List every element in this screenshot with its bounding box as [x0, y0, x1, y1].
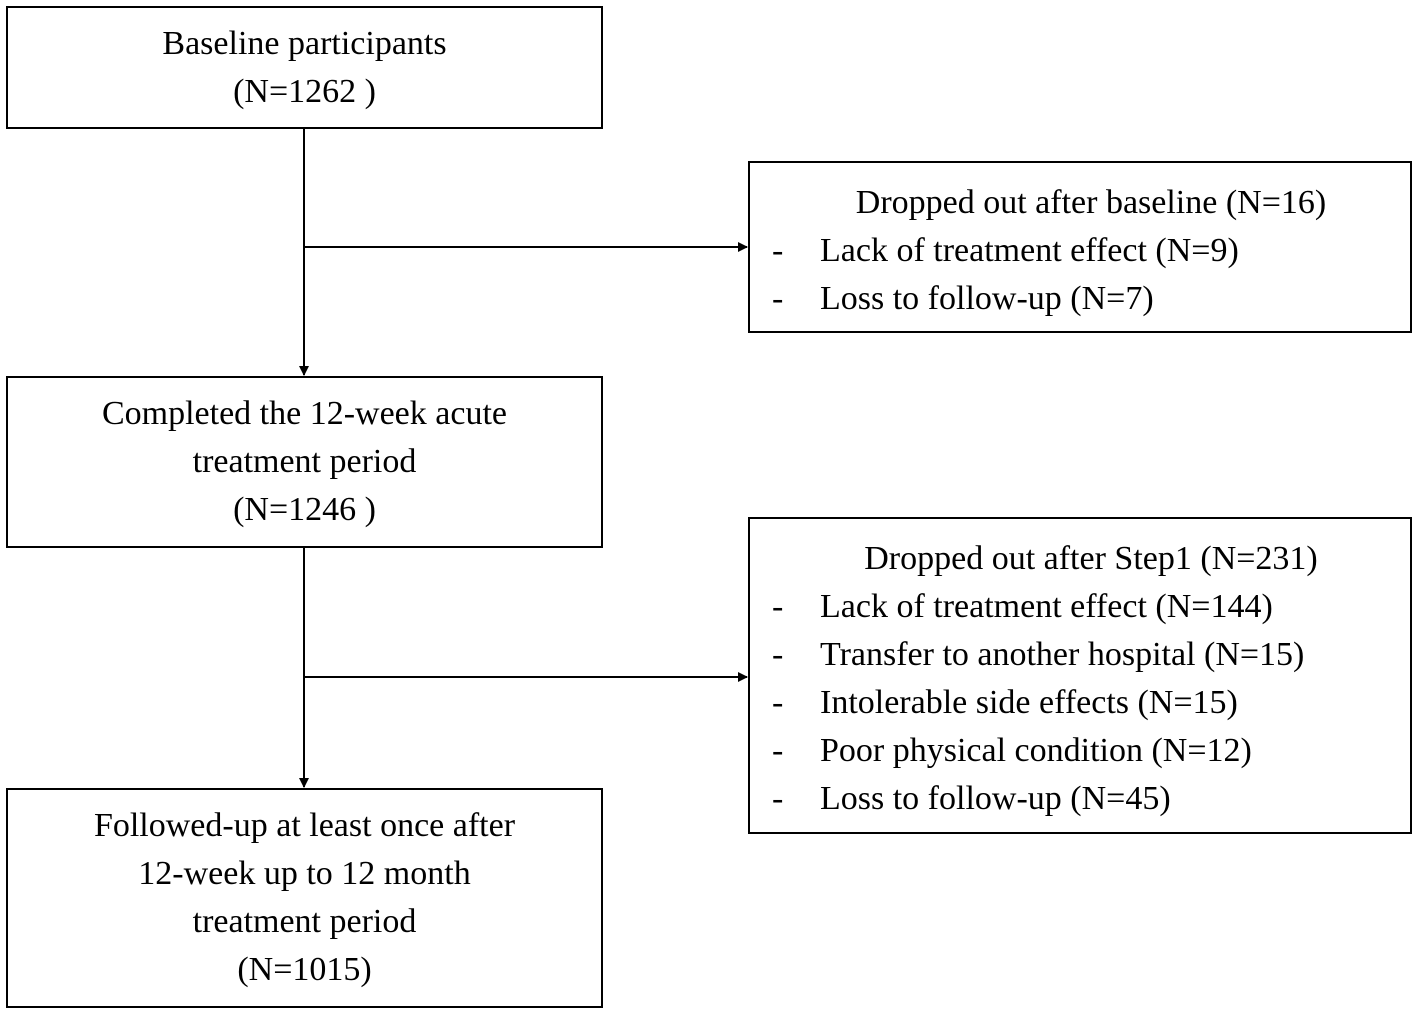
- dropout-step1-item: - Intolerable side effects (N=15): [772, 679, 1410, 727]
- baseline-count: (N=1262 ): [233, 72, 376, 110]
- followed-label-line3: treatment period: [192, 903, 417, 940]
- dropout-step1-item: - Poor physical condition (N=12): [772, 727, 1410, 775]
- dropout-reason: Poor physical condition (N=12): [820, 732, 1252, 769]
- bullet-dash: -: [772, 780, 784, 817]
- bullet-dash: -: [772, 588, 784, 625]
- dropout-step1-box: Dropped out after Step1 (N=231) - Lack o…: [748, 517, 1412, 834]
- dropout-baseline-title: Dropped out after baseline (N=16): [855, 184, 1327, 221]
- dropout-baseline-item: - Lack of treatment effect (N=9): [772, 227, 1410, 275]
- baseline-box: Baseline participants (N=1262 ): [6, 6, 603, 129]
- dropout-reason: Loss to follow-up (N=45): [820, 780, 1171, 817]
- followed-box: Followed-up at least once after 12-week …: [6, 788, 603, 1008]
- completed-box: Completed the 12-week acute treatment pe…: [6, 376, 603, 548]
- dropout-baseline-item: - Loss to follow-up (N=7): [772, 275, 1410, 323]
- dropout-reason: Loss to follow-up (N=7): [820, 280, 1154, 317]
- followed-label-line1: Followed-up at least once after: [93, 807, 516, 844]
- dropout-step1-title: Dropped out after Step1 (N=231): [864, 540, 1318, 577]
- bullet-dash: -: [772, 232, 784, 269]
- dropout-reason: Lack of treatment effect (N=144): [820, 588, 1273, 625]
- dropout-step1-item: - Transfer to another hospital (N=15): [772, 631, 1410, 679]
- completed-label-line2: treatment period: [192, 443, 417, 480]
- dropout-reason: Intolerable side effects (N=15): [820, 684, 1238, 721]
- dropout-reason: Lack of treatment effect (N=9): [820, 232, 1239, 269]
- bullet-dash: -: [772, 280, 784, 317]
- bullet-dash: -: [772, 684, 784, 721]
- bullet-dash: -: [772, 732, 784, 769]
- dropout-baseline-box: Dropped out after baseline (N=16) - Lack…: [748, 161, 1412, 333]
- followed-label-line2: 12-week up to 12 month: [138, 855, 471, 892]
- completed-count: (N=1246 ): [233, 491, 376, 528]
- followed-count: (N=1015): [237, 951, 372, 988]
- dropout-step1-item: - Lack of treatment effect (N=144): [772, 583, 1410, 631]
- dropout-step1-item: - Loss to follow-up (N=45): [772, 775, 1410, 823]
- completed-label-line1: Completed the 12-week acute: [101, 395, 507, 432]
- baseline-label: Baseline participants: [162, 24, 447, 62]
- dropout-reason: Transfer to another hospital (N=15): [820, 636, 1305, 673]
- bullet-dash: -: [772, 636, 784, 673]
